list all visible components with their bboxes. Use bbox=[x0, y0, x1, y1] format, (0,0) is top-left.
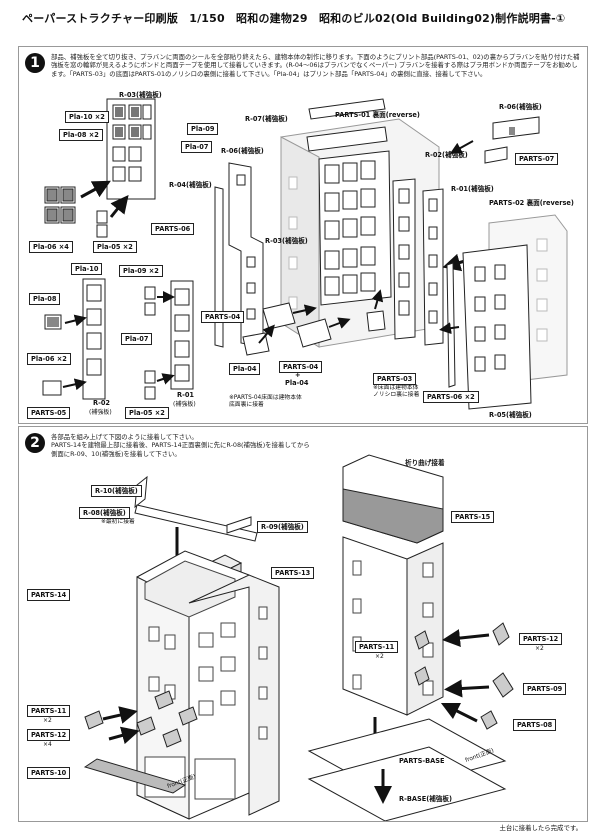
label-pla05x2b: Pla-05 ×2 bbox=[125, 407, 169, 419]
label-parts12x2-sub: ×2 bbox=[535, 645, 544, 652]
r-base bbox=[307, 746, 507, 821]
label-plus: + bbox=[295, 371, 301, 379]
label-parts08: PARTS-08 bbox=[513, 719, 557, 731]
label-parts03: PARTS-03 bbox=[373, 373, 417, 385]
label-pla07b: Pla-07 bbox=[121, 333, 153, 345]
label-rbase: R-BASE(補強板) bbox=[399, 795, 453, 803]
r07-band bbox=[308, 98, 386, 120]
step2-instruction: 各部品を組み上げて下図のように接着して下さい。 PARTS-14を建物最上部に接… bbox=[51, 433, 310, 458]
label-parts11x2a-sub: ×2 bbox=[43, 717, 52, 724]
label-partsbase: PARTS-BASE bbox=[399, 757, 445, 765]
label-fold: 折り曲げ接着 bbox=[405, 459, 445, 467]
r02-column bbox=[392, 178, 416, 340]
label-parts07: PARTS-07 bbox=[515, 153, 559, 165]
pla06-pieces bbox=[44, 186, 76, 224]
label-parts11x2a: PARTS-11 bbox=[27, 705, 71, 717]
label-parts11x2b-sub: ×2 bbox=[375, 653, 384, 660]
label-pla04b: Pla-04 bbox=[285, 379, 309, 387]
label-pla05x2a: Pla-05 ×2 bbox=[93, 241, 137, 253]
r03-main-grid bbox=[318, 150, 392, 306]
label-r01a: R-01(補強板) bbox=[451, 185, 494, 193]
label-pla09x2: Pla-09 ×2 bbox=[119, 265, 163, 277]
label-parts12x4: PARTS-12 bbox=[27, 729, 71, 741]
label-parts05: PARTS-05 bbox=[27, 407, 71, 419]
label-r03: R-03(補強板) bbox=[119, 91, 162, 99]
step1-diagram bbox=[42, 98, 568, 410]
label-pla07: Pla-07 bbox=[181, 141, 213, 153]
r06-band bbox=[306, 126, 388, 152]
label-parts04: PARTS-04 bbox=[201, 311, 245, 323]
label-r06a: R-06(補強板) bbox=[499, 103, 542, 111]
label-pla06x2: Pla-06 ×2 bbox=[27, 353, 71, 365]
label-r08: R-08(補強板) bbox=[79, 507, 130, 519]
parts06-strip-right bbox=[446, 262, 456, 388]
label-r04: R-04(補強板) bbox=[169, 181, 212, 189]
label-pla08: Pla-08 bbox=[29, 293, 61, 305]
r01-column bbox=[422, 188, 444, 346]
label-parts02: PARTS-02 裏面(reverse) bbox=[489, 199, 574, 207]
step2-panel: 2 各部品を組み上げて下図のように接着して下さい。 PARTS-14を建物最上部… bbox=[18, 426, 588, 822]
label-parts06x2: PARTS-06 ×2 bbox=[423, 391, 479, 403]
label-r10: R-10(補強板) bbox=[91, 485, 142, 497]
parts11-12-awnings bbox=[84, 690, 198, 748]
label-parts09: PARTS-09 bbox=[523, 683, 567, 695]
label-parts04pla: PARTS-04 bbox=[279, 361, 323, 373]
label-parts01: PARTS-01 裏面(reverse) bbox=[335, 111, 420, 119]
label-parts11x2b: PARTS-11 bbox=[355, 641, 399, 653]
label-parts14: PARTS-14 bbox=[27, 589, 71, 601]
parts07-piece bbox=[484, 146, 508, 164]
label-pla04: Pla-04 bbox=[229, 363, 261, 375]
label-pla08x2: Pla-08 ×2 bbox=[59, 129, 103, 141]
footer-note: 土台に接着したら完成です。 bbox=[499, 824, 582, 832]
label-r06b: R-06(補強板) bbox=[221, 147, 264, 155]
label-r02b-sub: (補強板) bbox=[89, 409, 112, 416]
r02-bottom-column bbox=[82, 278, 106, 400]
label-parts06: PARTS-06 bbox=[151, 223, 195, 235]
right-building bbox=[342, 454, 444, 716]
label-r05: R-05(補強板) bbox=[489, 411, 532, 419]
step1-instruction: 部品、補強板を全て切り抜き、プラバンに両面のシールを全部貼り終えたら、建物本体の… bbox=[51, 53, 580, 78]
note-parts03: ※床面は建物本体 ノリシロ裏に接着 bbox=[373, 385, 420, 399]
note-r08: ※最初に接着 bbox=[101, 519, 135, 525]
label-parts12x2: PARTS-12 bbox=[519, 633, 563, 645]
pla05-pieces bbox=[96, 210, 108, 238]
label-parts13: PARTS-13 bbox=[271, 567, 315, 579]
parts06-strip bbox=[214, 186, 224, 348]
r01-bottom-column bbox=[170, 280, 194, 390]
parts04-pieces bbox=[242, 302, 386, 356]
r03-frame bbox=[106, 98, 156, 200]
step2-diagram bbox=[83, 454, 514, 821]
label-r02: R-02(補強板) bbox=[425, 151, 468, 159]
label-r02b: R-02 bbox=[93, 399, 110, 407]
page-title: ペーパーストラクチャー印刷版 1/150 昭和の建物29 昭和のビル02(Old… bbox=[22, 12, 566, 25]
label-r07: R-07(補強板) bbox=[245, 115, 288, 123]
step2-number: 2 bbox=[25, 433, 45, 453]
label-r01b-sub: (補強板) bbox=[173, 401, 196, 408]
r09-piece bbox=[226, 516, 252, 534]
step1-number: 1 bbox=[25, 53, 45, 73]
note-parts04: ※PARTS-04床面は建物本体 底面裏に接着 bbox=[229, 395, 302, 409]
label-parts12x4-sub: ×4 bbox=[43, 741, 52, 748]
label-pla10x2: Pla-10 ×2 bbox=[65, 111, 109, 123]
label-pla06x4: Pla-06 ×4 bbox=[29, 241, 73, 253]
label-parts15: PARTS-15 bbox=[451, 511, 495, 523]
label-r03b: R-03(補強板) bbox=[265, 237, 308, 245]
label-r01b: R-01 bbox=[177, 391, 194, 399]
r05-panel bbox=[462, 244, 532, 410]
label-pla10: Pla-10 bbox=[71, 263, 103, 275]
parts10-bar bbox=[83, 758, 187, 794]
label-pla09: Pla-09 bbox=[187, 123, 219, 135]
step1-panel: 1 部品、補強板を全て切り抜き、プラバンに両面のシールを全部貼り終えたら、建物本… bbox=[18, 46, 588, 424]
r06-right bbox=[492, 116, 540, 140]
label-parts10: PARTS-10 bbox=[27, 767, 71, 779]
label-r09: R-09(補強板) bbox=[257, 521, 308, 533]
